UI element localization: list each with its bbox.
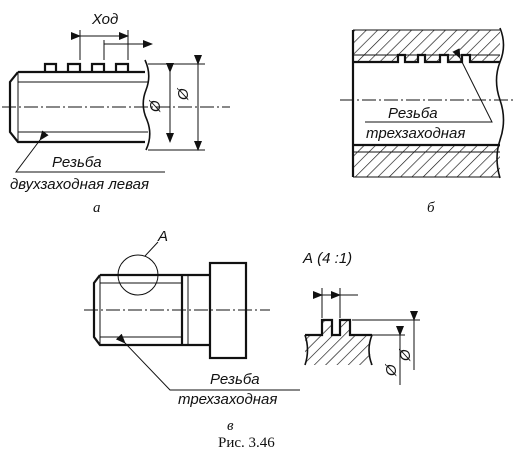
caption-a: а bbox=[93, 200, 101, 216]
thread-label-b-2: трехзаходная bbox=[366, 125, 465, 142]
view-c: А Резьба трехзаходная в bbox=[84, 228, 300, 434]
detail-callout-circle bbox=[117, 254, 159, 296]
bottom-wall-b bbox=[353, 145, 500, 177]
dia-inner-c: Ø bbox=[383, 363, 400, 377]
thread-label-a-2: двухзаходная левая bbox=[10, 176, 149, 193]
view-a: Ход Ø Ø Резьба двухзаходная левая а bbox=[2, 11, 230, 216]
figure-caption: Рис. 3.46 bbox=[218, 435, 275, 451]
caption-b: б bbox=[427, 200, 435, 216]
detail-profile bbox=[305, 320, 372, 365]
thread-label-c-2: трехзаходная bbox=[178, 391, 277, 408]
lead-label: Ход bbox=[91, 11, 118, 28]
thread-grooves-a bbox=[43, 62, 130, 72]
callout-letter: А bbox=[157, 228, 168, 245]
dia-outer-a: Ø bbox=[175, 87, 192, 101]
thread-label-b-1: Резьба bbox=[388, 105, 438, 122]
detail-title: А (4 :1) bbox=[302, 250, 352, 267]
dia-outer-c: Ø bbox=[397, 348, 414, 362]
top-wall-b bbox=[353, 30, 500, 62]
thread-label-a-1: Резьба bbox=[52, 154, 102, 171]
caption-c: в bbox=[227, 418, 234, 434]
dia-inner-a: Ø bbox=[147, 99, 164, 113]
thread-label-c-1: Резьба bbox=[210, 371, 260, 388]
view-b: Резьба трехзаходная б bbox=[340, 27, 515, 216]
shaft-a-outline bbox=[8, 70, 145, 144]
detail-a: А (4 :1) Ø Ø bbox=[302, 250, 420, 385]
